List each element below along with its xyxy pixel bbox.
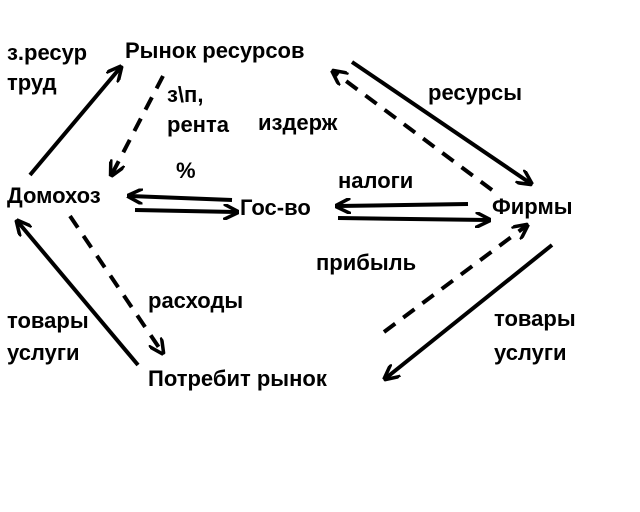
arrow-resource-market-to-firms [350, 60, 530, 183]
node-firms: Фирмы [492, 194, 573, 219]
node-household: Домохоз [7, 183, 101, 208]
arrow-firms-to-consumer-market [386, 243, 554, 378]
label-services-right: услуги [494, 340, 567, 365]
arrow-household-to-resource-market [28, 68, 120, 177]
label-percent: % [176, 158, 196, 183]
label-spending: расходы [148, 288, 244, 313]
arrow-government-to-household [130, 196, 233, 200]
node-consumer-market: Потребит рынок [148, 366, 327, 391]
label-rent: рента [167, 112, 229, 137]
node-government: Гос-во [240, 195, 311, 220]
label-factor-resources: з.ресур [7, 40, 88, 65]
label-wages: з\п, [167, 82, 204, 107]
arrow-firms-to-government [338, 204, 469, 206]
arrow-consumer-market-to-household [18, 222, 140, 367]
label-profit: прибыль [316, 250, 417, 275]
label-goods-left: товары [7, 308, 89, 333]
label-services-left: услуги [7, 340, 80, 365]
arrow-consumer-market-to-firms [382, 226, 526, 334]
label-costs: издерж [258, 110, 338, 135]
node-resource-market: Рынок ресурсов [125, 38, 305, 63]
arrow-household-to-government [134, 210, 236, 212]
arrow-government-to-firms [337, 218, 488, 220]
label-resources: ресурсы [428, 80, 523, 105]
arrow-resource-market-to-household [112, 75, 165, 174]
label-taxes: налоги [338, 168, 414, 193]
label-labor: труд [7, 70, 57, 95]
arrow-firms-to-resource-market [334, 72, 494, 192]
arrow-household-to-consumer-market [68, 214, 162, 352]
label-goods-right: товары [494, 306, 576, 331]
